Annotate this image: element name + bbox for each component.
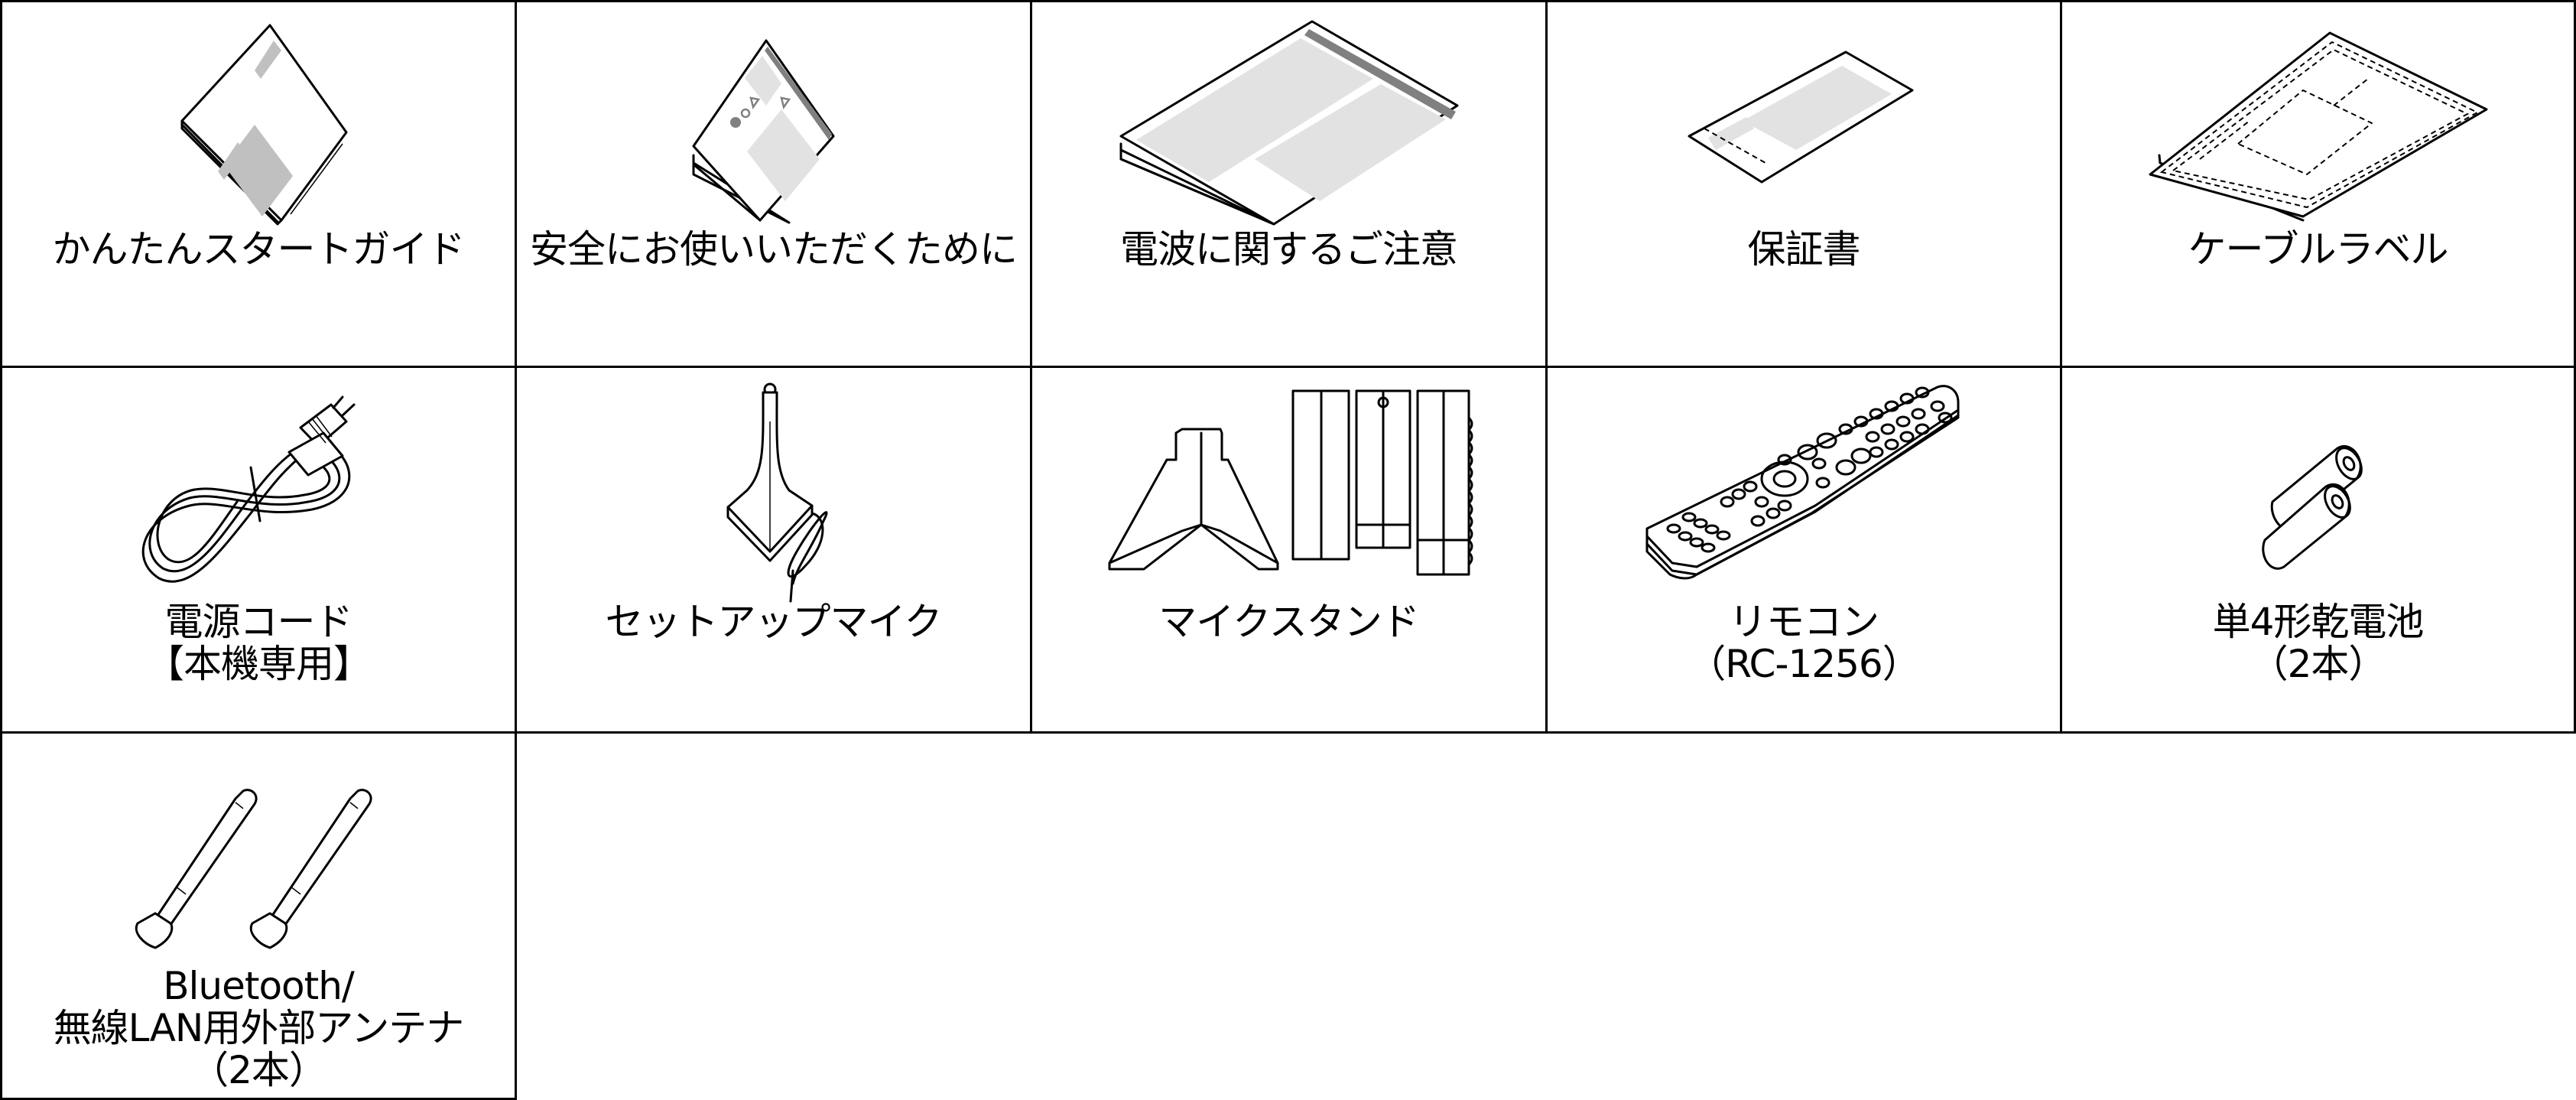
accessory-label: マイクスタンド (1158, 600, 1420, 644)
accessory-label: リモコン （RC-1256） (1688, 600, 1920, 686)
accessory-cell-setup-microphone: セットアップマイク (515, 366, 1032, 734)
accessory-label: 安全にお使いいただくために (530, 227, 1018, 272)
microphone-stand-icon (1032, 387, 1545, 586)
accessory-cell-microphone-stand: マイクスタンド (1030, 366, 1548, 734)
accessory-label: Bluetooth/ 無線LAN用外部アンテナ （2本） (53, 964, 465, 1092)
accessory-label: 電波に関するご注意 (1120, 227, 1458, 272)
accessory-cell-power-cord: 電源コード 【本機専用】 (0, 366, 517, 734)
accessory-label: 単4形乾電池 （2本） (2212, 600, 2425, 686)
accessory-label: 保証書 (1747, 227, 1861, 272)
accessory-label: セットアップマイク (605, 600, 943, 644)
accessory-cell-aaa-batteries: 単4形乾電池 （2本） (2060, 366, 2576, 734)
accessory-cell-safety-instructions: 安全にお使いいただくために (515, 0, 1032, 368)
accessory-cell-radio-wave-notice: 電波に関するご注意 (1030, 0, 1548, 368)
safety-instructions-icon (517, 25, 1030, 224)
accessory-cell-warranty-card: 保証書 (1545, 0, 2062, 368)
accessory-cell-cable-label: ケーブルラベル (2060, 0, 2576, 368)
remote-control-icon (1548, 383, 2060, 582)
radio-wave-notice-icon (1032, 20, 1545, 228)
power-cord-icon (2, 391, 515, 590)
external-antenna-icon (2, 787, 515, 963)
aaa-batteries-icon (2062, 433, 2574, 571)
accessory-cell-quick-start-guide: かんたんスタートガイド (0, 0, 517, 368)
accessory-label: 電源コード 【本機専用】 (146, 600, 372, 686)
accessory-cell-external-antenna: Bluetooth/ 無線LAN用外部アンテナ （2本） (0, 731, 517, 1100)
accessory-label: かんたんスタートガイド (52, 227, 466, 272)
cable-label-icon (2062, 31, 2574, 222)
quick-start-guide-icon (2, 21, 515, 226)
setup-microphone-icon (517, 382, 1030, 603)
warranty-card-icon (1548, 50, 2060, 190)
accessory-label: ケーブルラベル (2188, 227, 2449, 272)
accessory-cell-remote-control: リモコン （RC-1256） (1545, 366, 2062, 734)
